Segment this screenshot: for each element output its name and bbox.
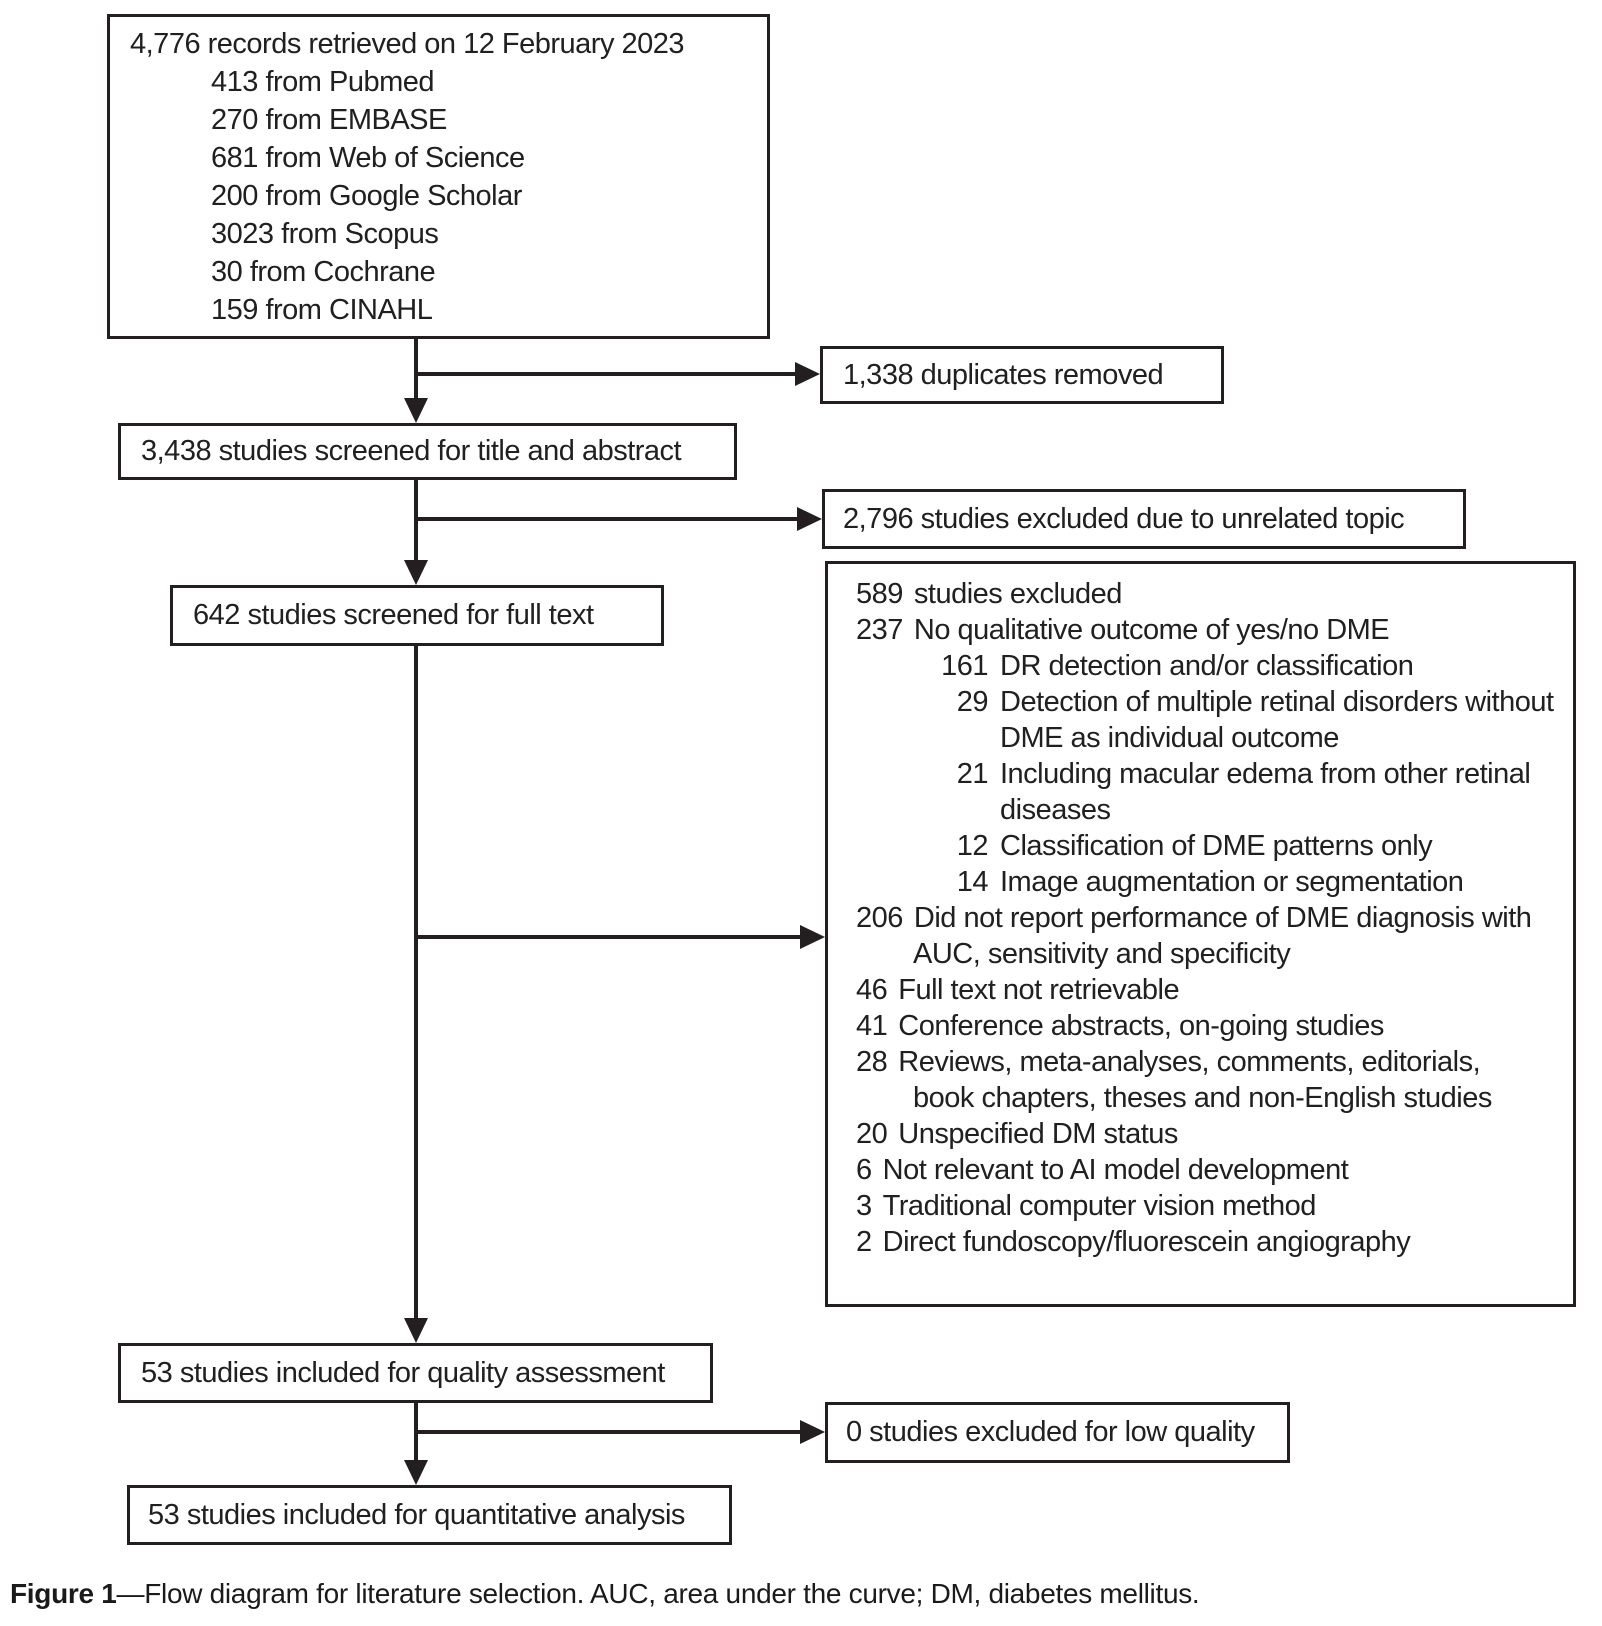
exclusion-text: AUC, sensitivity and specificity	[913, 938, 1291, 970]
arrow-right-icon	[797, 507, 822, 531]
connector-to-exclusions	[414, 935, 801, 939]
exclusion-text: No qualitative outcome of yes/no DME	[913, 614, 1390, 646]
records-retrieved-box: 4,776 records retrieved on 12 February 2…	[107, 14, 770, 339]
records-source-scopus: 3023 from Scopus	[211, 218, 439, 250]
exclusion-count: 237	[856, 614, 903, 646]
quality-assessment-box: 53 studies included for quality assessme…	[118, 1343, 713, 1403]
records-source-pubmed: 413 from Pubmed	[211, 66, 435, 98]
arrow-down-icon	[404, 1318, 428, 1343]
exclusion-count: 589	[856, 578, 903, 610]
unrelated-topic-excluded-box: 2,796 studies excluded due to unrelated …	[822, 489, 1466, 549]
full-text-screen-box: 642 studies screened for full text	[170, 585, 664, 646]
exclusion-count: 14	[956, 866, 989, 898]
full-text-screen-label: 642 studies screened for full text	[193, 599, 594, 631]
connector-records-to-screen	[414, 339, 418, 400]
exclusion-count: 161	[941, 650, 988, 682]
duplicates-removed-label: 1,338 duplicates removed	[843, 358, 1164, 391]
low-quality-excluded-label: 0 studies excluded for low quality	[846, 1416, 1255, 1448]
exclusion-text: Unspecified DM status	[898, 1118, 1178, 1150]
connector-fulltext-to-quality	[414, 646, 418, 1320]
exclusion-row: 6 Not relevant to AI model development	[856, 1152, 1573, 1188]
exclusion-text: book chapters, theses and non-English st…	[913, 1082, 1492, 1114]
exclusion-row: 28 Reviews, meta-analyses, comments, edi…	[856, 1044, 1573, 1080]
exclusion-subrow: 29 Detection of multiple retinal disorde…	[936, 684, 1573, 720]
exclusion-subrow-continuation: diseases	[856, 792, 1573, 828]
exclusion-count: 21	[956, 758, 989, 790]
exclusion-text: diseases	[1000, 794, 1111, 826]
exclusion-text: Traditional computer vision method	[882, 1190, 1317, 1222]
exclusion-row: 237 No qualitative outcome of yes/no DME	[856, 612, 1573, 648]
exclusion-row: 589 studies excluded	[856, 576, 1573, 612]
arrow-down-icon	[404, 1460, 428, 1485]
exclusion-count: 2	[856, 1226, 872, 1258]
exclusion-count: 29	[956, 686, 989, 718]
records-title: 4,776 records retrieved on 12 February 2…	[130, 28, 685, 60]
exclusion-text: Image augmentation or segmentation	[1000, 866, 1464, 898]
exclusion-text: Did not report performance of DME diagno…	[913, 902, 1532, 934]
connector-to-unrelated	[414, 517, 798, 521]
quantitative-analysis-label: 53 studies included for quantitative ana…	[148, 1498, 685, 1531]
exclusion-row: 206 Did not report performance of DME di…	[856, 900, 1573, 936]
figure-caption-text: —Flow diagram for literature selection. …	[116, 1578, 1200, 1609]
exclusion-text: Not relevant to AI model development	[882, 1154, 1349, 1186]
records-source-web-of-science: 681 from Web of Science	[211, 142, 525, 174]
exclusion-row-continuation: AUC, sensitivity and specificity	[856, 936, 1573, 972]
exclusion-subrow: 14 Image augmentation or segmentation	[936, 864, 1573, 900]
exclusion-text: Classification of DME patterns only	[1000, 830, 1433, 862]
exclusion-count: 28	[856, 1046, 888, 1078]
quality-assessment-label: 53 studies included for quality assessme…	[141, 1356, 665, 1389]
records-source-google-scholar: 200 from Google Scholar	[211, 180, 522, 212]
exclusion-subrow: 12 Classification of DME patterns only	[936, 828, 1573, 864]
exclusion-count: 6	[856, 1154, 872, 1186]
exclusion-subrow: 161 DR detection and/or classification	[936, 648, 1573, 684]
records-source-cinahl: 159 from CINAHL	[211, 294, 433, 326]
exclusion-row: 20 Unspecified DM status	[856, 1116, 1573, 1152]
exclusion-row: 2 Direct fundoscopy/fluorescein angiogra…	[856, 1224, 1573, 1260]
exclusion-text: Conference abstracts, on-going studies	[898, 1010, 1384, 1042]
exclusion-details-box: 589 studies excluded 237 No qualitative …	[825, 561, 1576, 1307]
arrow-down-icon	[404, 560, 428, 585]
exclusion-row-continuation: book chapters, theses and non-English st…	[856, 1080, 1573, 1116]
exclusion-text: studies excluded	[913, 578, 1123, 610]
connector-to-lowquality	[414, 1430, 801, 1434]
unrelated-topic-excluded-label: 2,796 studies excluded due to unrelated …	[843, 502, 1405, 535]
exclusion-subrow-continuation: DME as individual outcome	[856, 720, 1573, 756]
quantitative-analysis-box: 53 studies included for quantitative ana…	[127, 1485, 732, 1545]
exclusion-row: 41 Conference abstracts, on-going studie…	[856, 1008, 1573, 1044]
exclusion-text: Detection of multiple retinal disorders …	[1000, 686, 1554, 718]
records-source-cochrane: 30 from Cochrane	[211, 256, 436, 288]
exclusion-text: Reviews, meta-analyses, comments, editor…	[898, 1046, 1481, 1078]
exclusion-row: 46 Full text not retrievable	[856, 972, 1573, 1008]
records-source-embase: 270 from EMBASE	[211, 104, 447, 136]
figure-caption: Figure 1—Flow diagram for literature sel…	[10, 1578, 1200, 1610]
connector-screen-to-fulltext	[414, 480, 418, 562]
exclusion-text: DR detection and/or classification	[1000, 650, 1414, 682]
arrow-down-icon	[404, 398, 428, 423]
exclusion-text: DME as individual outcome	[1000, 722, 1339, 754]
figure-caption-label: Figure 1	[10, 1578, 117, 1609]
arrow-right-icon	[800, 1420, 825, 1444]
exclusion-subrow: 21 Including macular edema from other re…	[936, 756, 1573, 792]
low-quality-excluded-box: 0 studies excluded for low quality	[825, 1402, 1290, 1463]
title-abstract-screen-label: 3,438 studies screened for title and abs…	[141, 435, 682, 467]
title-abstract-screen-box: 3,438 studies screened for title and abs…	[118, 423, 737, 480]
exclusion-count: 206	[856, 902, 903, 934]
exclusion-text: Full text not retrievable	[898, 974, 1180, 1006]
exclusion-count: 41	[856, 1010, 888, 1042]
exclusion-count: 46	[856, 974, 888, 1006]
arrow-right-icon	[800, 925, 825, 949]
exclusion-count: 12	[956, 830, 989, 862]
exclusion-text: Direct fundoscopy/fluorescein angiograph…	[882, 1226, 1411, 1258]
exclusion-count: 20	[856, 1118, 888, 1150]
exclusion-count: 3	[856, 1190, 872, 1222]
duplicates-removed-box: 1,338 duplicates removed	[820, 346, 1224, 404]
exclusion-row: 3 Traditional computer vision method	[856, 1188, 1573, 1224]
connector-quality-to-quantitative	[414, 1403, 418, 1462]
arrow-right-icon	[795, 362, 820, 386]
connector-to-duplicates	[414, 372, 796, 376]
exclusion-text: Including macular edema from other retin…	[1000, 758, 1531, 790]
